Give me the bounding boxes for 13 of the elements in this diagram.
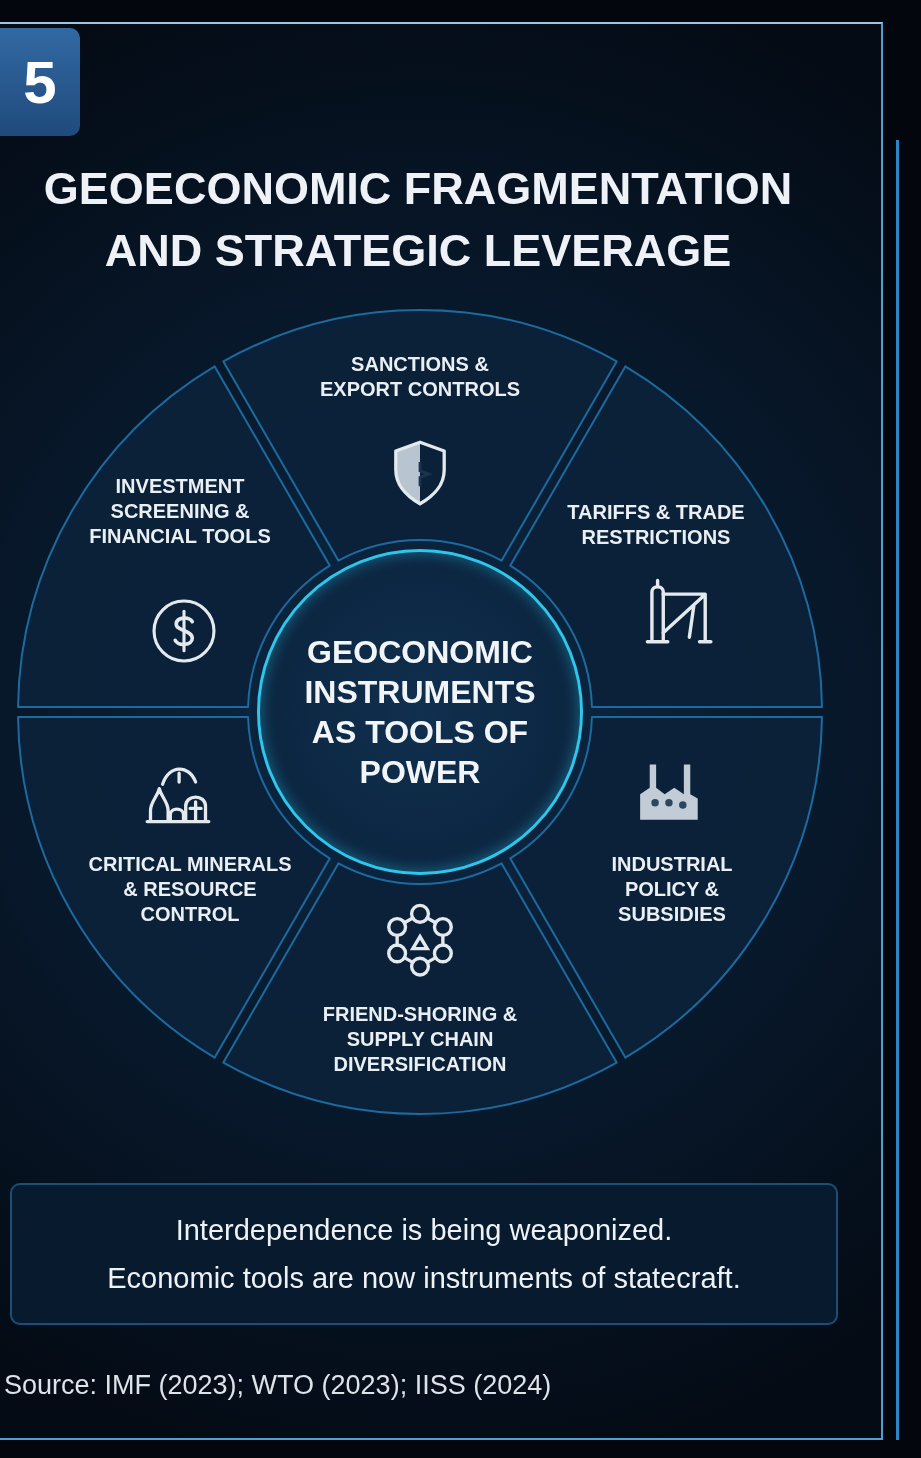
quote-text: Economic tools are now instruments of statecraft. [107,1261,741,1296]
segment-label: INDUSTRIAL POLICY & SUBSIDIES [610,852,734,927]
quote-text: Interdependence is being weaponized. [175,1213,673,1248]
section-number-badge: 5 [0,28,80,136]
hub-label: GEOCONOMIC INSTRUMENTS AS TOOLS OF POWER [303,633,537,792]
segment-label: TARIFFS & TRADE RESTRICTIONS [566,500,746,550]
source-note: Source: IMF (2023); WTO (2023); IISS (2024) [4,1369,552,1402]
segment-label: INVESTMENT SCREENING & FINANCIAL TOOLS [88,474,272,549]
segment-label: FRIEND-SHORING & SUPPLY CHAIN DIVERSIFICATION [321,1002,519,1077]
title: GEOECONOMIC FRAGMENTATION AND STRATEGIC LEVERAGE [42,162,794,278]
segment-label: SANCTIONS & EXPORT CONTROLS [319,352,521,402]
segment-label: CRITICAL MINERALS & RESOURCE CONTROL [87,852,293,927]
quote-panel [10,1183,838,1325]
